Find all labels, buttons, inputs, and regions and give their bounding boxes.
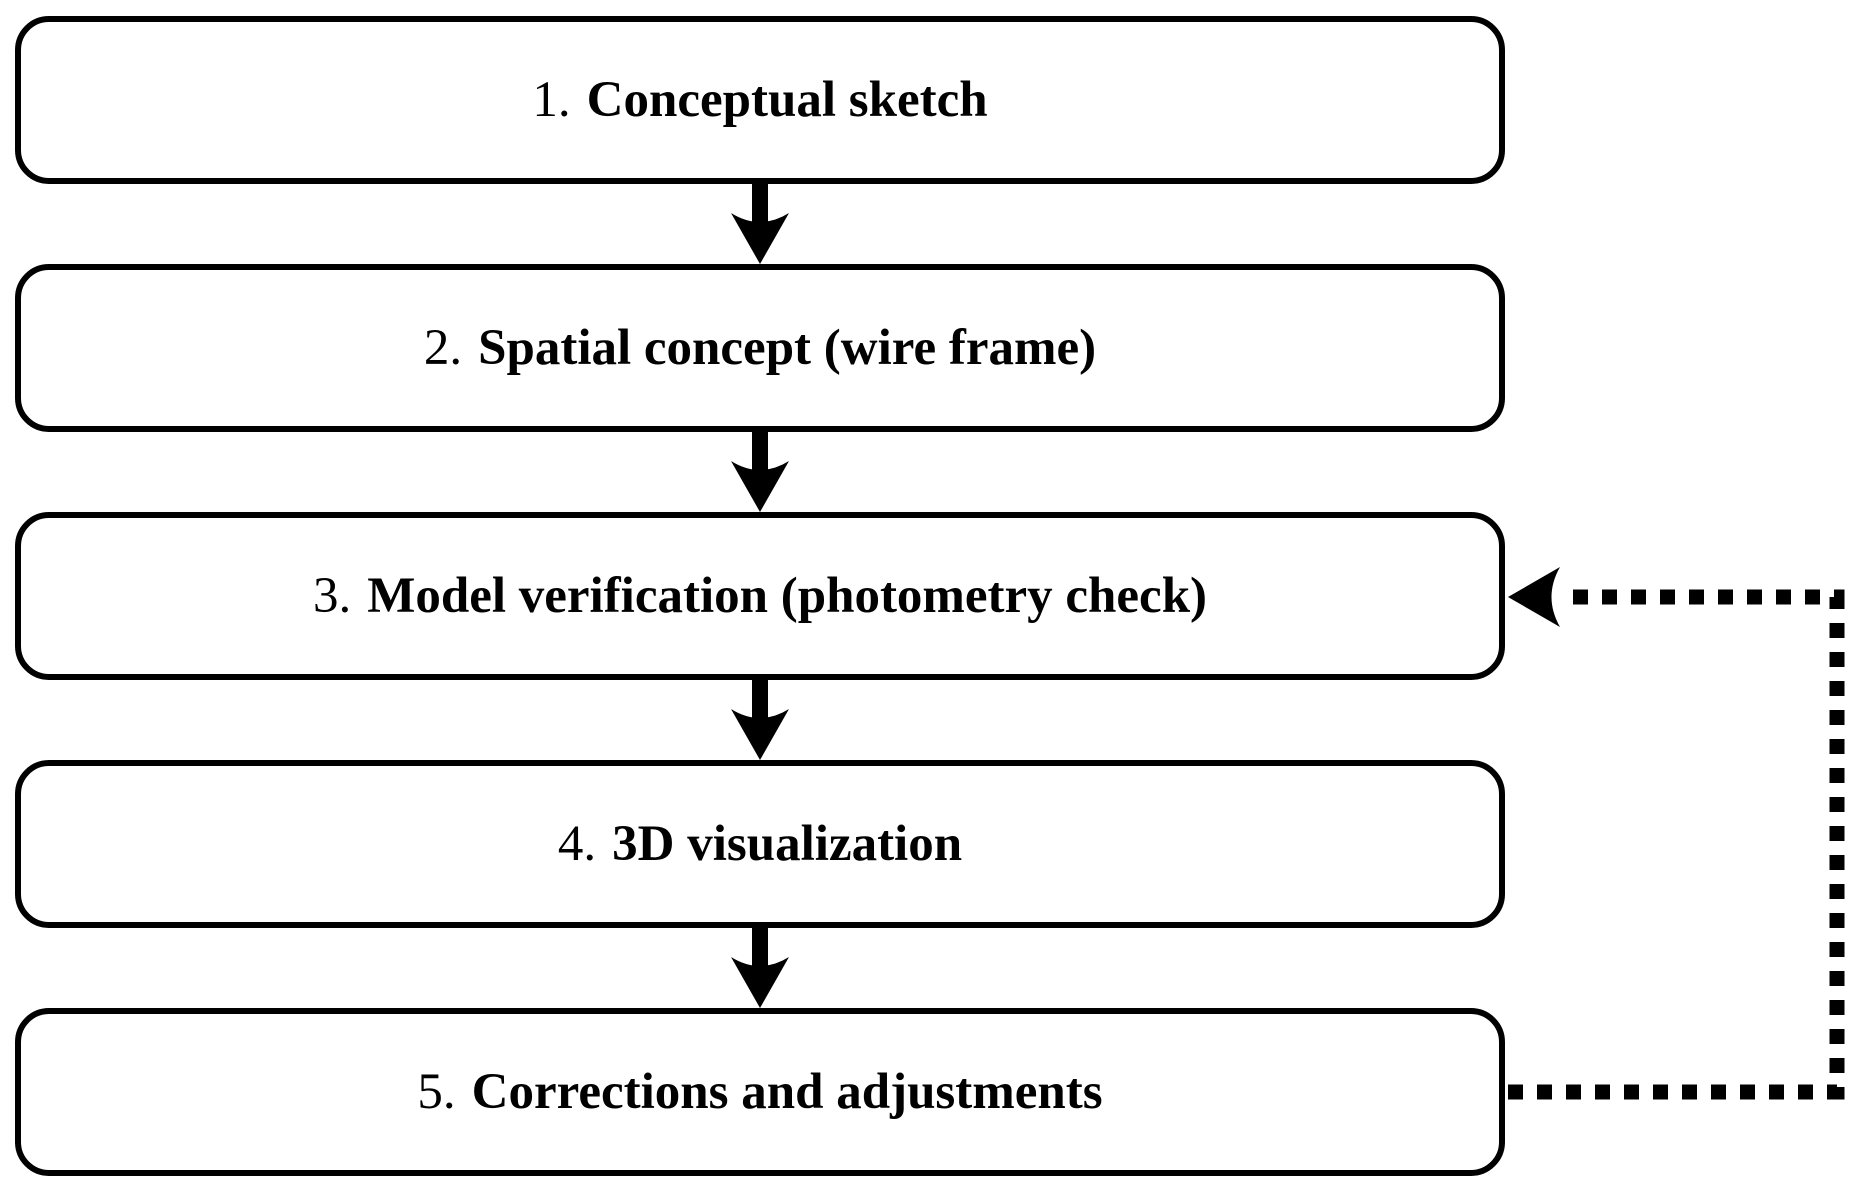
step-box-spatial-concept: 2. Spatial concept (wire frame) bbox=[15, 264, 1505, 432]
step-box-model-verification: 3. Model verification (photometry check) bbox=[15, 512, 1505, 680]
connector-3-4 bbox=[731, 678, 789, 760]
step-number: 5. bbox=[417, 1063, 456, 1120]
step-label: Corrections and adjustments bbox=[471, 1063, 1103, 1120]
connector-1-2 bbox=[731, 182, 789, 264]
step-label: Conceptual sketch bbox=[586, 71, 988, 128]
step-box-3d-visualization: 4. 3D visualization bbox=[15, 760, 1505, 928]
arrow-left-icon bbox=[1508, 567, 1560, 627]
step-label: Model verification (photometry check) bbox=[367, 567, 1208, 624]
step-number: 2. bbox=[423, 319, 463, 376]
arrow-down-icon bbox=[731, 213, 789, 264]
step-box-corrections-adjustments: 5. Corrections and adjustments bbox=[15, 1008, 1505, 1176]
step-number: 3. bbox=[312, 567, 352, 624]
arrow-down-icon bbox=[731, 709, 789, 760]
step-label: Spatial concept (wire frame) bbox=[478, 319, 1097, 376]
dotted-feedback-line bbox=[1508, 589, 1845, 1100]
connector-4-5 bbox=[731, 926, 789, 1008]
connector-2-3 bbox=[731, 430, 789, 512]
step-box-conceptual-sketch: 1. Conceptual sketch bbox=[15, 16, 1505, 184]
step-number: 4. bbox=[557, 815, 597, 872]
connector-feedback-5-3 bbox=[1508, 567, 1845, 1100]
arrow-down-icon bbox=[731, 461, 789, 512]
step-label: 3D visualization bbox=[612, 815, 963, 872]
arrow-down-icon bbox=[731, 957, 789, 1008]
step-number: 1. bbox=[532, 71, 571, 128]
